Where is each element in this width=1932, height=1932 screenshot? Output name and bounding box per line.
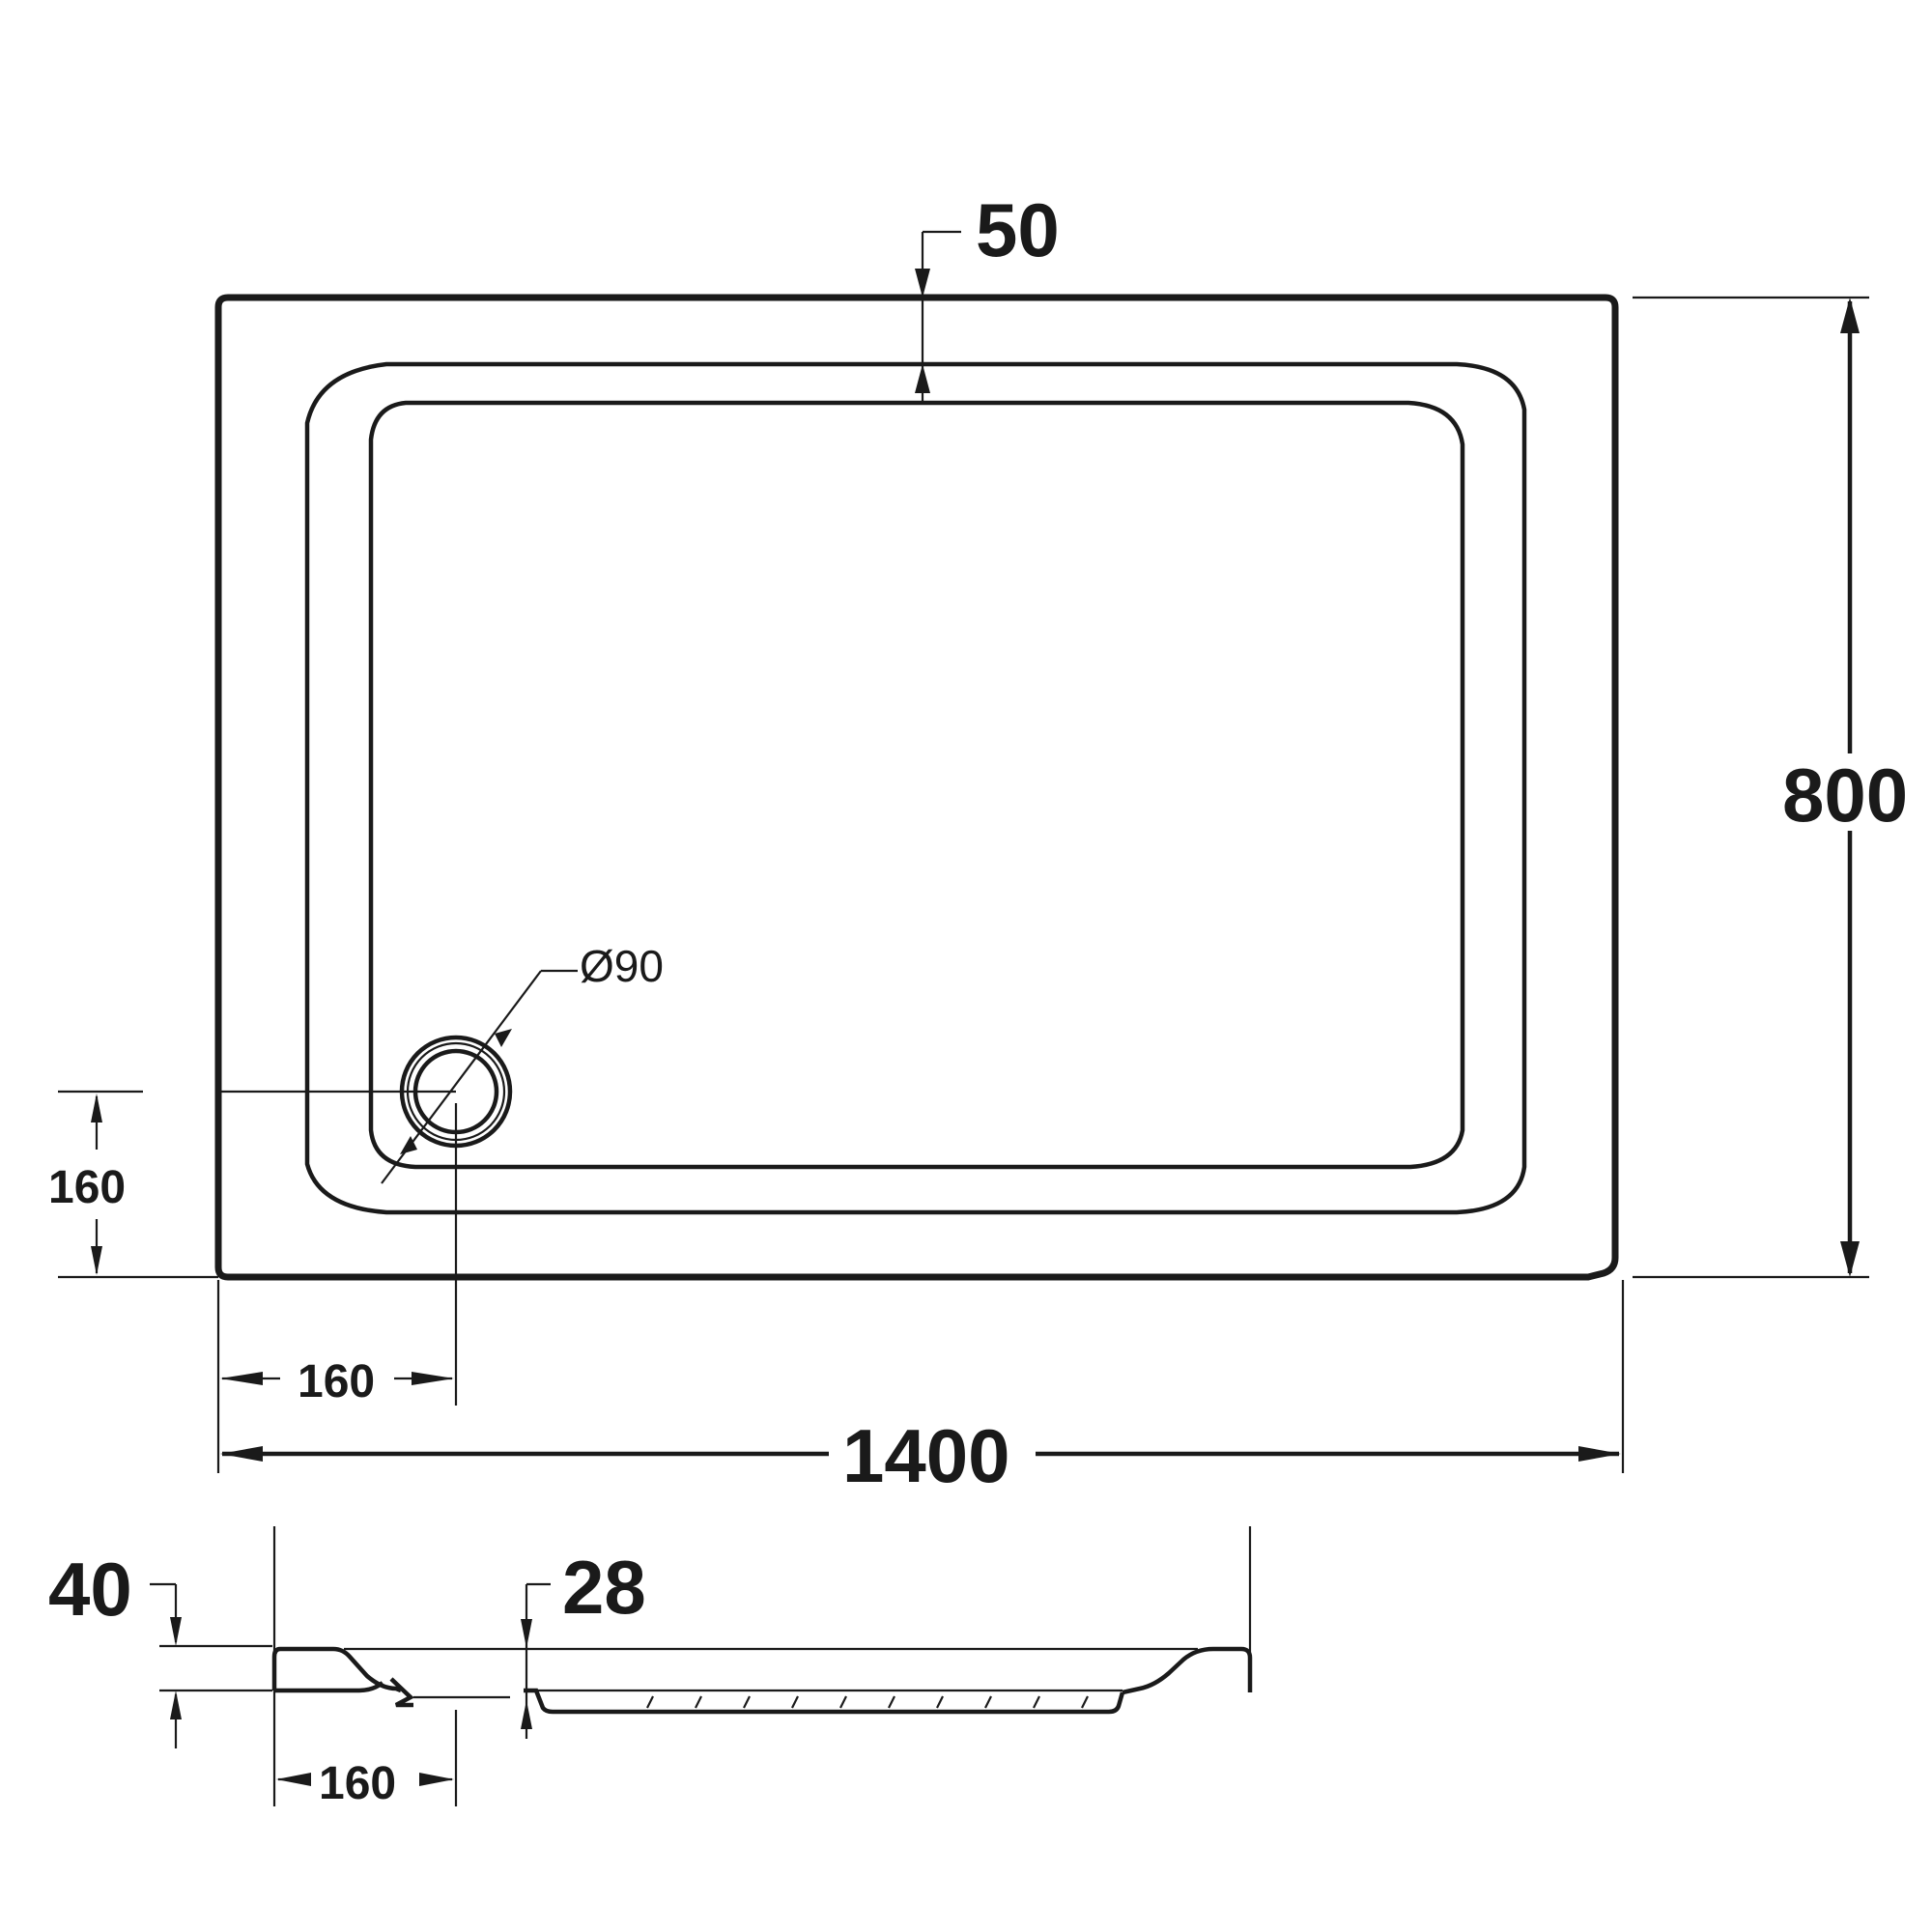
section-hatch: [646, 1695, 1089, 1709]
section-right-slope: [1122, 1646, 1253, 1695]
tray-outer-outline: [214, 294, 1619, 1281]
border-arrow-top: [915, 269, 930, 298]
width-label: 800: [1782, 753, 1908, 838]
waste-offset-x-label: 160: [298, 1356, 375, 1407]
width-arrow-bottom: [1840, 1241, 1860, 1277]
length-arrow-right: [1578, 1446, 1621, 1462]
length-label: 1400: [842, 1413, 1010, 1498]
depth-arrow-bottom: [521, 1700, 532, 1729]
width-arrow-top: [1840, 298, 1860, 333]
offset-x-arrow-left: [220, 1372, 263, 1385]
waste-offset-y-label: 160: [48, 1162, 126, 1213]
length-arrow-left: [220, 1446, 263, 1462]
side-offset-arrow-right: [419, 1773, 454, 1786]
height-arrow-top: [170, 1617, 182, 1646]
inner-depth-label: 28: [562, 1545, 646, 1630]
tray-basin-floor: [368, 400, 1465, 1170]
diameter-arrow-bottom: [400, 1136, 417, 1154]
border-width-label: 50: [976, 187, 1060, 272]
border-arrow-bottom: [915, 364, 930, 393]
section-basin-left: [524, 1688, 1125, 1715]
side-offset-label: 160: [319, 1758, 396, 1809]
offset-x-arrow-right: [412, 1372, 454, 1385]
side-offset-arrow-left: [276, 1773, 311, 1786]
depth-arrow-top: [521, 1619, 532, 1648]
section-waste-step: [389, 1677, 414, 1708]
diameter-arrow-top: [495, 1029, 512, 1047]
offset-y-arrow-top: [91, 1094, 102, 1122]
waste-diameter-label: Ø90: [580, 941, 664, 991]
offset-y-arrow-bottom: [91, 1246, 102, 1275]
section-bottom-left: [274, 1681, 384, 1693]
tray-inner-rim: [304, 361, 1527, 1215]
section-height-label: 40: [48, 1547, 132, 1632]
height-arrow-bottom: [170, 1690, 182, 1719]
